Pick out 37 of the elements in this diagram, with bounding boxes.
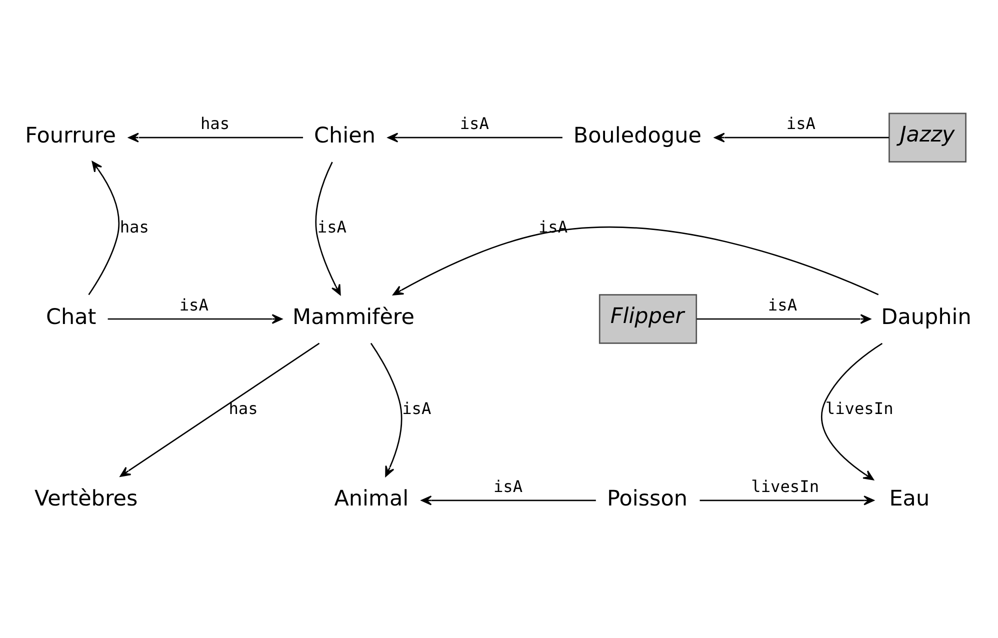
arrow bbox=[714, 132, 888, 142]
edge-label: has bbox=[200, 114, 230, 133]
node-text: Chien bbox=[314, 124, 376, 149]
edge-label: livesIn bbox=[750, 476, 819, 496]
node-box: Flipper bbox=[598, 294, 697, 344]
arrow bbox=[128, 132, 303, 142]
arrow bbox=[387, 132, 562, 142]
edge-label: isA bbox=[767, 295, 797, 314]
edge-label: isA bbox=[402, 398, 431, 418]
arrow bbox=[314, 162, 340, 296]
node-text: Vertèbres bbox=[34, 486, 138, 512]
node-text: Bouledogue bbox=[572, 124, 701, 149]
edge-label: isA bbox=[316, 217, 346, 236]
arrow bbox=[88, 161, 120, 296]
node-text: Chat bbox=[45, 305, 96, 330]
edge-label: has bbox=[119, 217, 148, 236]
arrow bbox=[392, 226, 878, 296]
node-text: Poisson bbox=[606, 486, 688, 512]
node-text: Fourrure bbox=[24, 124, 116, 149]
edge-label: livesIn bbox=[824, 398, 893, 418]
node-text: Eau bbox=[888, 486, 930, 512]
node-text: Animal bbox=[334, 486, 408, 512]
arrow bbox=[370, 342, 402, 477]
edge-label: isA bbox=[786, 114, 816, 133]
arrow bbox=[107, 314, 282, 324]
arrow bbox=[699, 496, 874, 506]
node-box: Jazzy bbox=[888, 112, 966, 162]
edge-label: isA bbox=[459, 114, 488, 133]
arrow bbox=[420, 496, 596, 506]
arrow bbox=[820, 342, 882, 480]
edge-label: isA bbox=[492, 476, 522, 496]
arrow bbox=[696, 314, 870, 324]
edge-label: has bbox=[228, 398, 258, 418]
edge-label: isA bbox=[178, 295, 208, 314]
node-text: Mammifère bbox=[292, 305, 414, 330]
node-text: Dauphin bbox=[880, 305, 971, 330]
arrow bbox=[119, 342, 320, 477]
